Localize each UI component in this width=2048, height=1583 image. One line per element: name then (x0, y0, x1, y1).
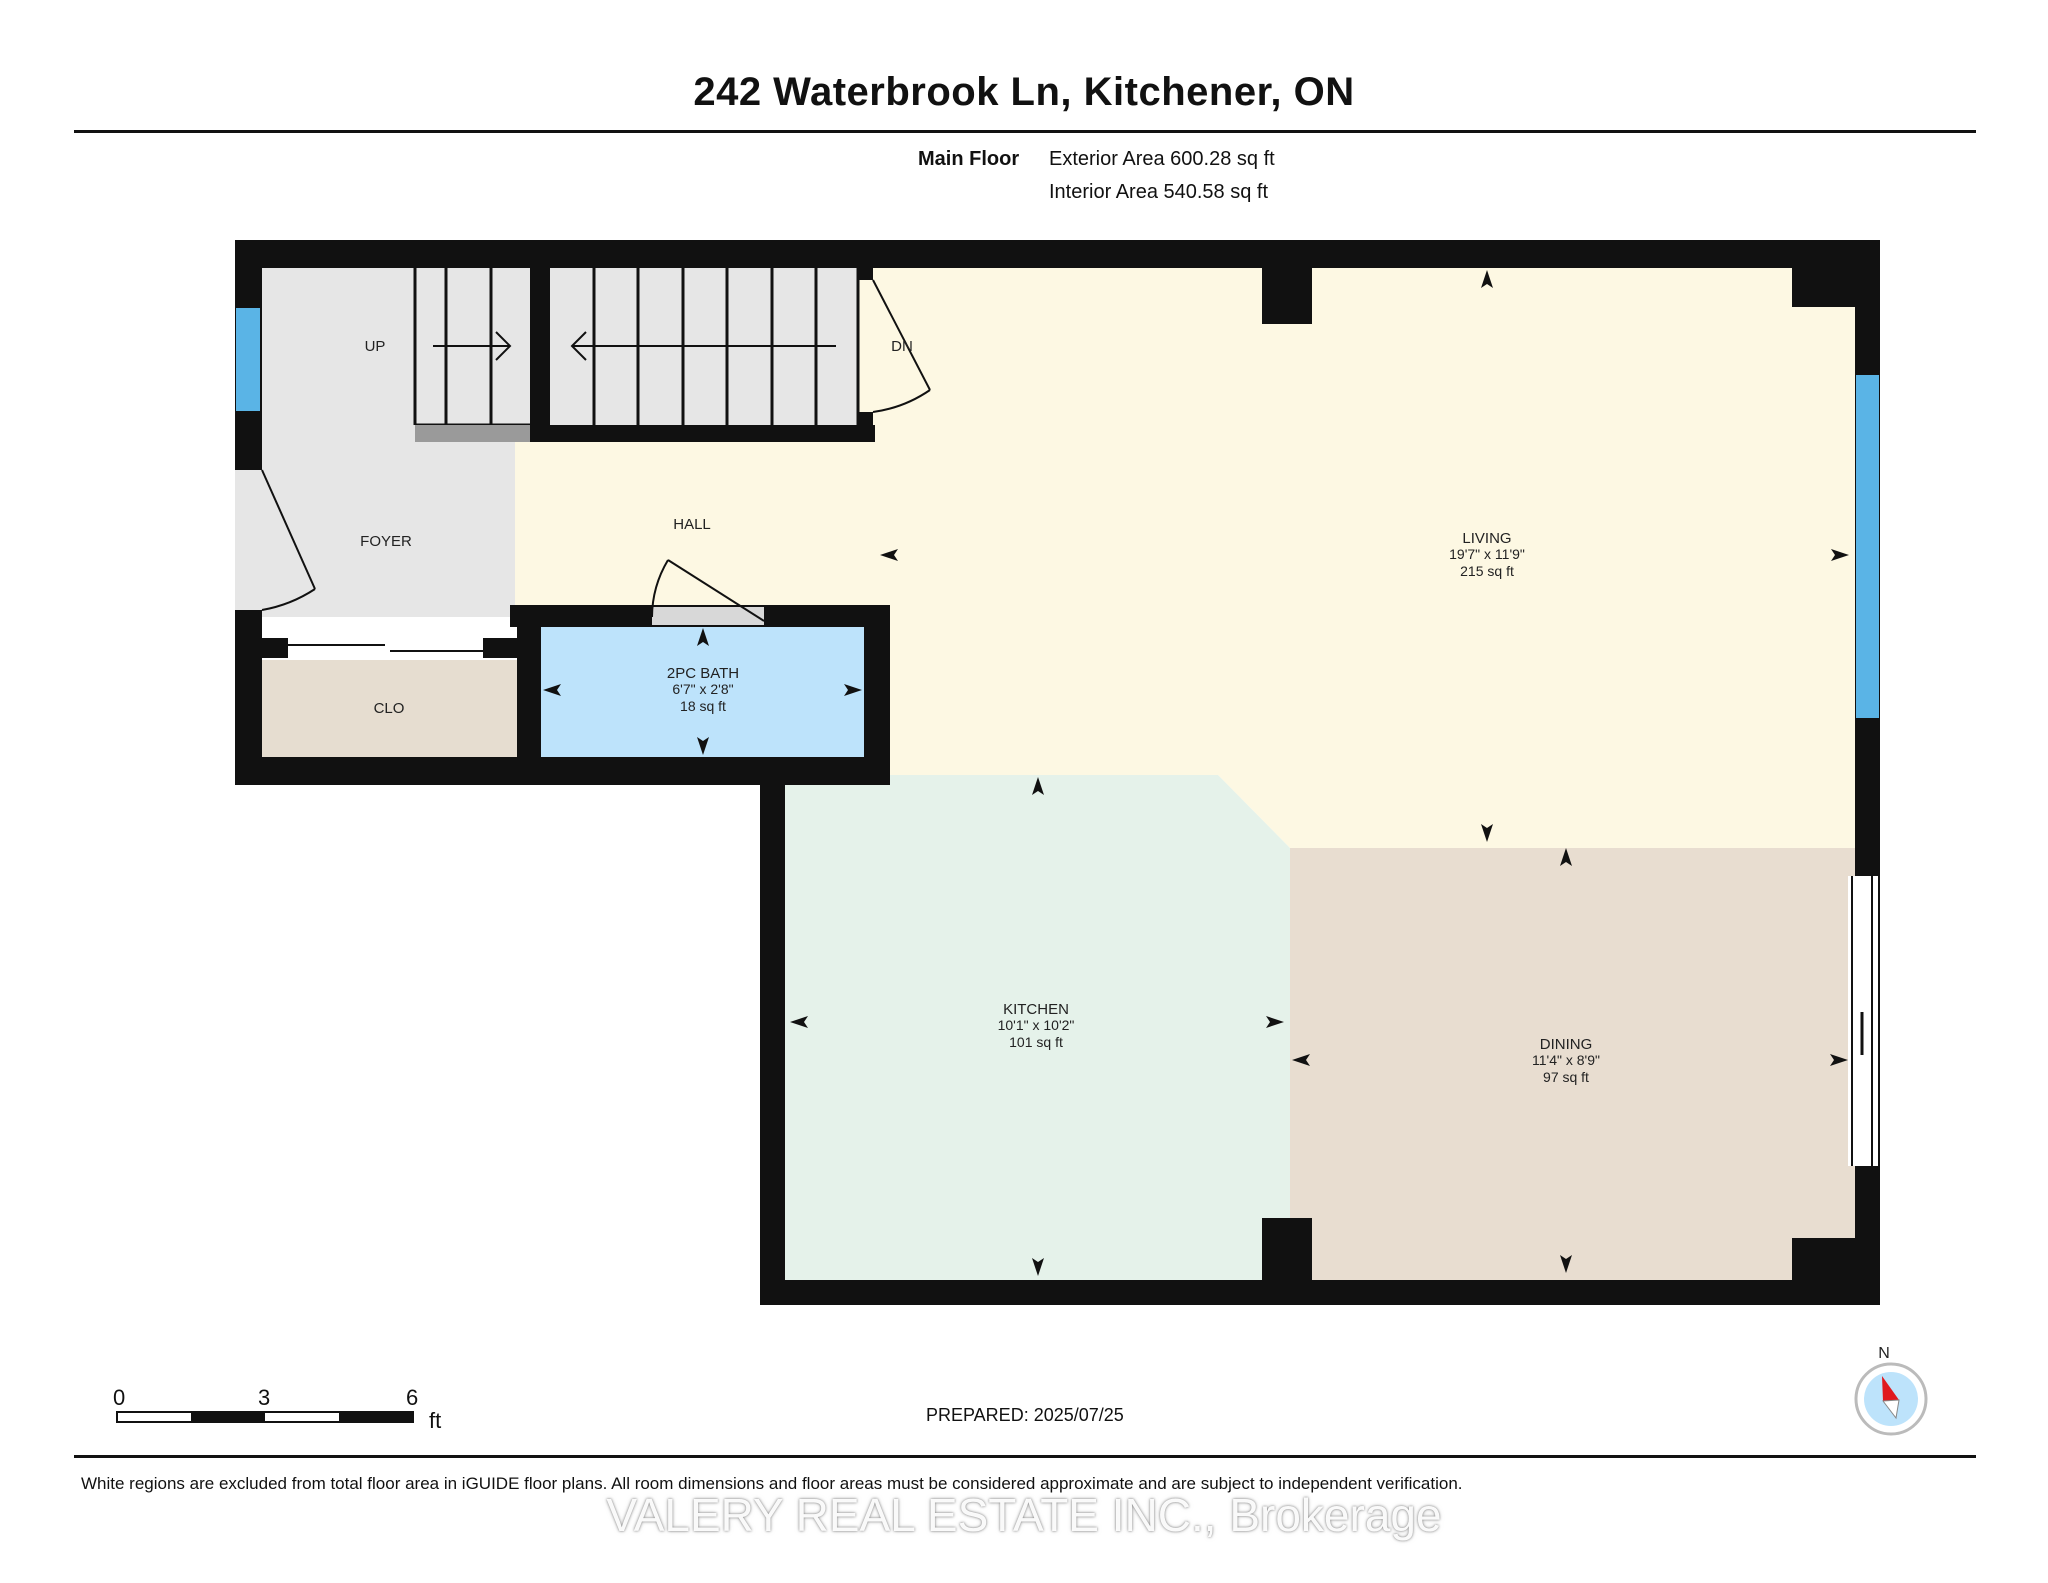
closet-fill (262, 660, 517, 757)
floor-name: Main Floor (918, 148, 1020, 170)
bath-dims: 6'7" x 2'8" (672, 681, 733, 697)
footer-rule (74, 1455, 1976, 1458)
bath-door-sill (652, 607, 764, 625)
kitchen-dims: 10'1" x 10'2" (998, 1017, 1075, 1033)
prepared-date: PREPARED: 2025/07/25 (926, 1405, 1124, 1425)
west-door-opening (235, 470, 262, 610)
stairs-up-fill (262, 268, 530, 442)
dimension-markers (543, 270, 1849, 1276)
stairs-up-label: UP (365, 338, 386, 355)
scale-tick-3: 3 (258, 1385, 271, 1410)
exterior-area: Exterior Area 600.28 sq ft (1049, 148, 1275, 170)
closet-doors (288, 644, 483, 652)
window-west (236, 308, 260, 411)
header-rule (74, 130, 1976, 133)
scale-unit: ft (429, 1408, 442, 1433)
dining-name: DINING (1540, 1036, 1593, 1053)
compass-icon (1854, 1362, 1928, 1436)
interior-area: Interior Area 540.58 sq ft (1049, 181, 1269, 203)
window-east (1856, 375, 1879, 718)
foyer-fill (262, 442, 515, 617)
bath-fill (541, 627, 864, 757)
bath-area: 18 sq ft (680, 698, 726, 714)
bath-name: 2PC BATH (667, 665, 739, 682)
scale-tick-6: 6 (406, 1385, 419, 1410)
stair-landing-gray (415, 425, 530, 442)
foyer-name: FOYER (360, 533, 412, 550)
living-dims: 19'7" x 11'9" (1449, 546, 1525, 562)
sliding-door-east (1848, 876, 1878, 1166)
kitchen-name: KITCHEN (1003, 1001, 1069, 1018)
compass-north-label: N (1878, 1345, 1890, 1362)
brokerage-watermark: VALERY REAL ESTATE INC., Brokerage (606, 1489, 1442, 1541)
stairs-down-label: DN (891, 338, 913, 355)
dining-dims: 11'4" x 8'9" (1532, 1052, 1600, 1068)
living-area: 215 sq ft (1460, 563, 1514, 579)
kitchen-fill (785, 775, 1290, 1280)
door-swings (261, 279, 931, 622)
stair-arrows (433, 331, 836, 361)
hall-name: HALL (673, 516, 711, 533)
dining-area: 97 sq ft (1543, 1069, 1589, 1085)
kitchen-area: 101 sq ft (1009, 1034, 1063, 1050)
closet-name: CLO (374, 700, 405, 717)
scale-tick-0: 0 (113, 1385, 126, 1410)
dining-fill (1290, 848, 1880, 1280)
disclaimer: White regions are excluded from total fl… (81, 1474, 1463, 1493)
scale-bar (116, 1411, 414, 1423)
living-name: LIVING (1462, 530, 1511, 547)
plan-title: 242 Waterbrook Ln, Kitchener, ON (693, 70, 1355, 114)
